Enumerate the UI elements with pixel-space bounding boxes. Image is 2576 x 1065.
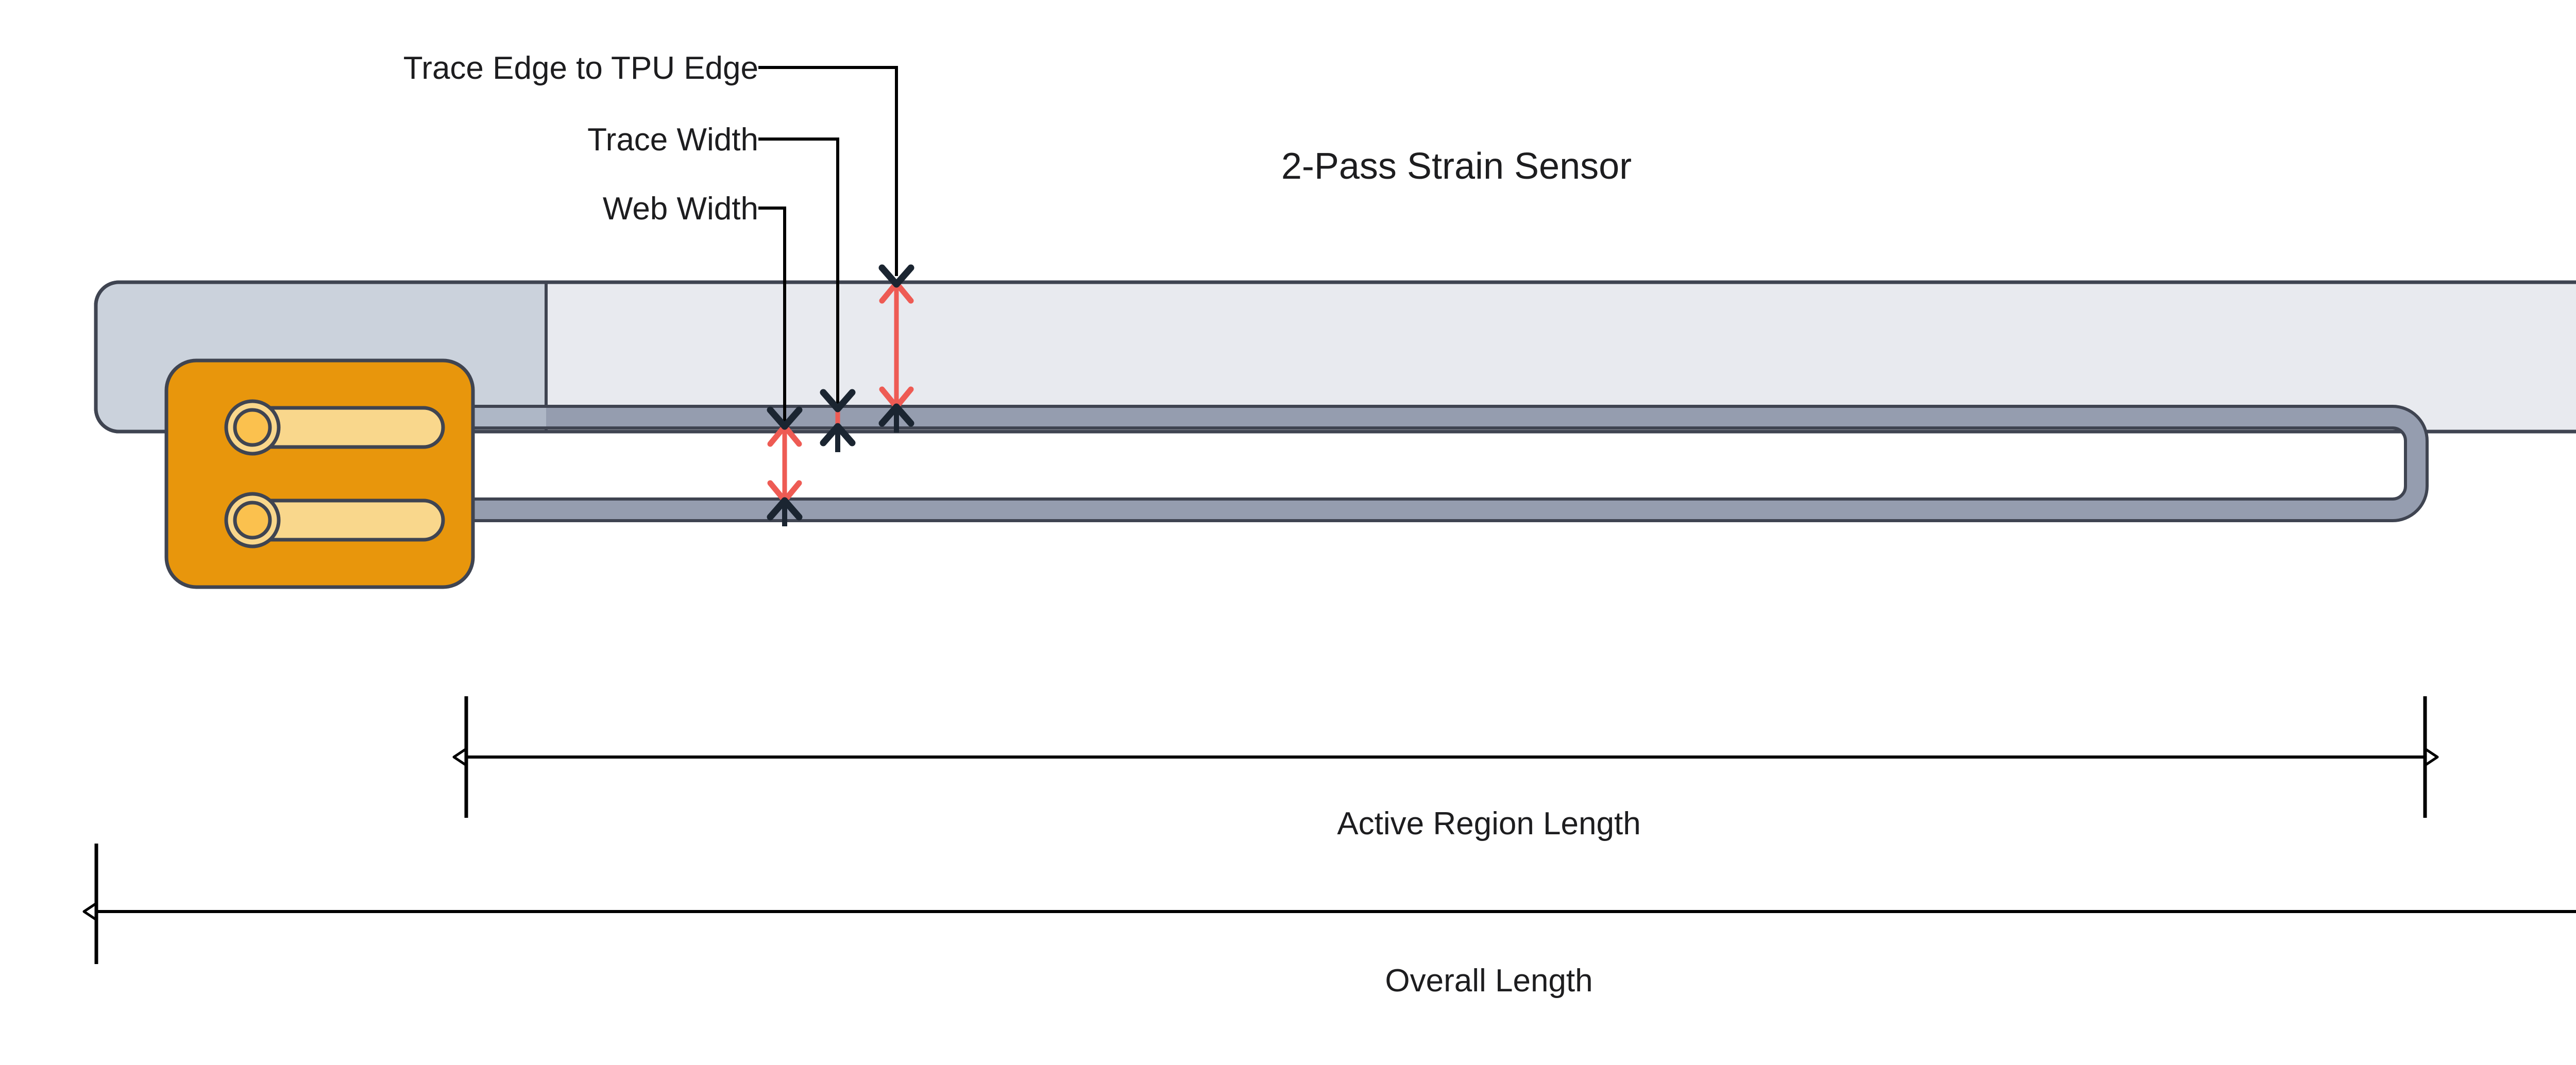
callout-label-trace-edge-to-tpu-edge: Trace Edge to TPU Edge xyxy=(403,50,758,86)
dim-trace-edge-tip-top-icon xyxy=(878,264,914,288)
pad-1-eyelet-inner-icon xyxy=(233,408,272,447)
leader-trace-edge-to-tpu-edge xyxy=(758,66,898,276)
pad-2-eyelet-inner-icon xyxy=(233,501,272,540)
dim-trace-width xyxy=(820,389,856,452)
callout-label-web-width: Web Width xyxy=(603,191,758,227)
callout-label-trace-width: Trace Width xyxy=(587,122,758,158)
connector-pad-2[interactable] xyxy=(224,492,445,548)
leader-trace-width xyxy=(758,138,839,412)
callout-leaders xyxy=(758,66,898,425)
dim-trace-edge-to-tpu-edge xyxy=(878,264,914,433)
dim-web-width-tip-top-icon xyxy=(767,406,803,430)
connector-pad-1[interactable] xyxy=(224,399,445,456)
dim-active-region-length xyxy=(452,696,2439,818)
strain-trace xyxy=(464,405,2429,522)
dim-label-active-region-length: Active Region Length xyxy=(1337,806,1640,841)
dim-overall-length xyxy=(82,844,2576,964)
dim-trace-width-tip-top-icon xyxy=(820,389,856,413)
tpu-outline-overlay xyxy=(94,280,2576,434)
trace-path-fill xyxy=(473,408,2426,519)
dim-label-overall-length: Overall Length xyxy=(1385,963,1592,999)
connector-block-body[interactable] xyxy=(164,358,475,589)
connector-block[interactable] xyxy=(164,358,475,589)
page-title: 2-Pass Strain Sensor xyxy=(1281,146,1632,187)
leader-web-width xyxy=(758,207,786,425)
dim-web-width xyxy=(767,406,803,526)
